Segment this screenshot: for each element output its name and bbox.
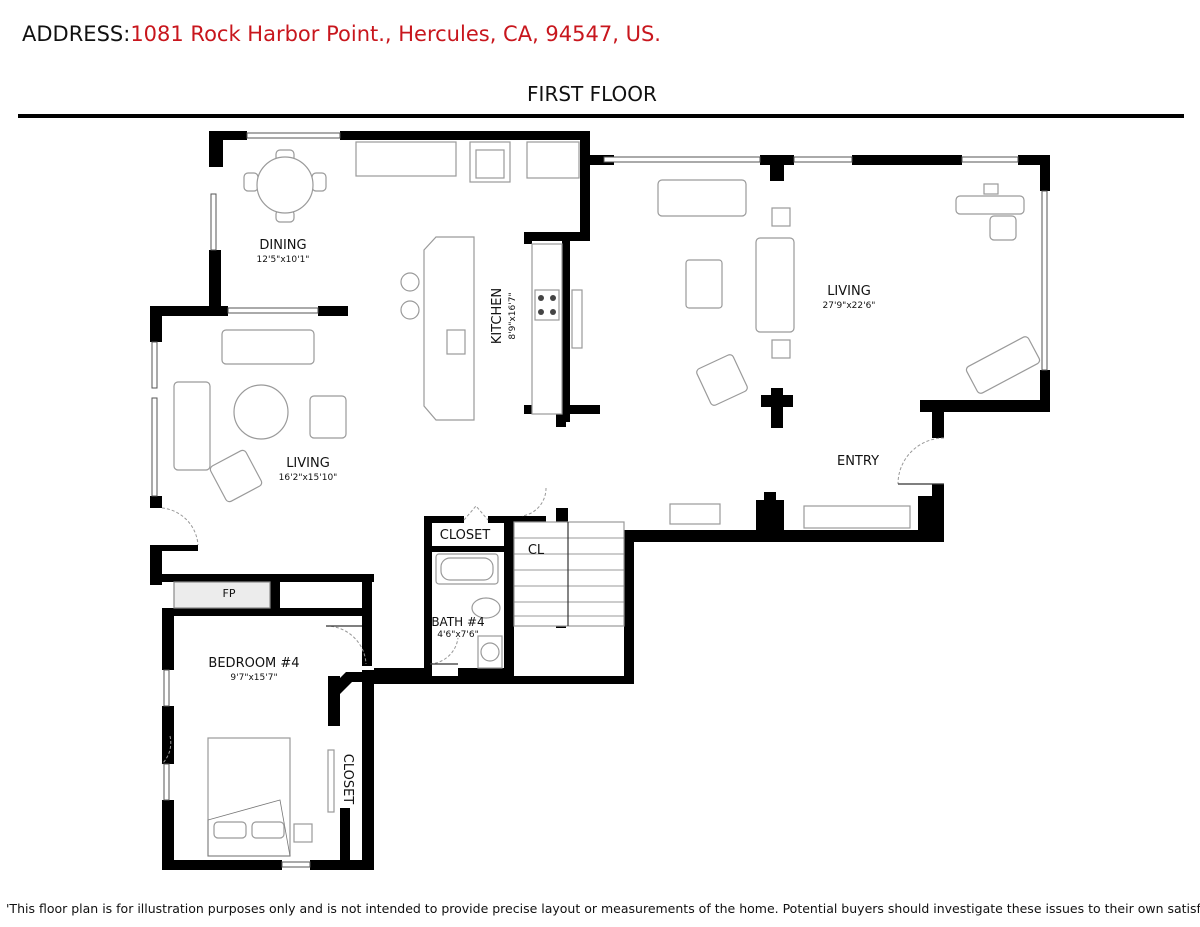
stairs bbox=[513, 521, 625, 627]
address-label: ADDRESS: bbox=[22, 22, 131, 46]
living-side-dims: 16'2"x15'10" bbox=[279, 473, 338, 483]
windows bbox=[151, 132, 1048, 868]
living-main-label: LIVING bbox=[827, 284, 871, 299]
side-living-furniture bbox=[173, 329, 347, 503]
cooktop-icon bbox=[534, 289, 560, 321]
walls bbox=[150, 131, 1050, 870]
bedroom4-label: BEDROOM #4 bbox=[208, 656, 299, 671]
bath4-label: BATH #4 bbox=[431, 615, 484, 629]
disclaimer: 'This floor plan is for illustration pur… bbox=[6, 901, 1200, 916]
address-value: 1081 Rock Harbor Point., Hercules, CA, 9… bbox=[130, 22, 661, 46]
main-living-furniture bbox=[657, 179, 1041, 529]
furniture bbox=[173, 141, 1041, 857]
kitchen-dims: 8'9"x16'7" bbox=[508, 292, 518, 339]
living-main-dims: 27'9"x22'6" bbox=[823, 301, 876, 311]
kitchen-label: KITCHEN bbox=[490, 288, 505, 344]
floor-title: FIRST FLOOR bbox=[527, 82, 657, 106]
closet-bath-label: CLOSET bbox=[440, 528, 491, 543]
dining-dims: 12'5"x10'1" bbox=[257, 255, 310, 265]
dining-label: DINING bbox=[259, 238, 306, 253]
entry-label: ENTRY bbox=[837, 454, 879, 469]
bedroom4-dims: 9'7"x15'7" bbox=[230, 673, 277, 683]
cl-label: CL bbox=[528, 543, 545, 558]
address-header: ADDRESS:1081 Rock Harbor Point., Hercule… bbox=[22, 22, 661, 46]
bed bbox=[207, 737, 313, 857]
room-labels: DINING 12'5"x10'1" KITCHEN 8'9"x16'7" LI… bbox=[208, 238, 879, 804]
living-side-label: LIVING bbox=[286, 456, 330, 471]
title-rule bbox=[18, 114, 1184, 118]
bath4-dims: 4'6"x7'6" bbox=[437, 630, 478, 640]
closet-bed-label: CLOSET bbox=[340, 754, 355, 805]
dining-table bbox=[243, 149, 327, 223]
doors bbox=[161, 437, 945, 765]
fp-label: FP bbox=[223, 587, 236, 600]
